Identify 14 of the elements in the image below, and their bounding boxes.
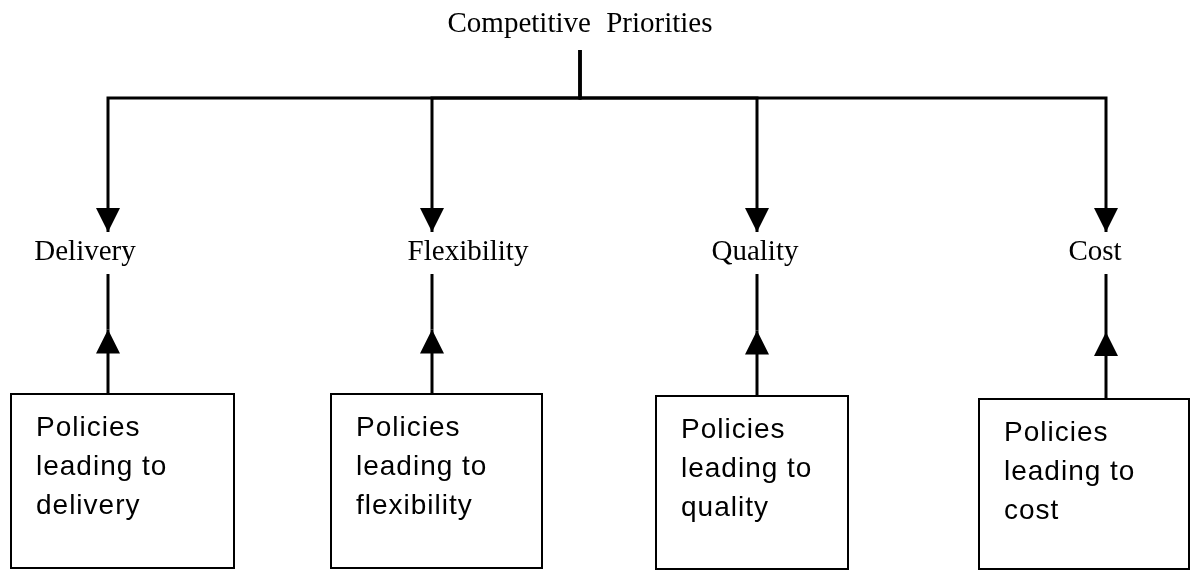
policy-box: Policies leading to quality [655,395,849,570]
priority-label: Quality [680,236,830,270]
arrow [578,50,1118,232]
priority-label: Delivery [5,236,165,270]
priority-label: Flexibility [378,236,558,270]
title-text: Competitive Priorities [380,8,780,44]
arrow [420,329,444,393]
arrow [1094,332,1118,398]
policy-box: Policies leading to cost [978,398,1190,570]
arrow [745,330,769,395]
policy-box: Policies leading to flexibility [330,393,543,569]
policy-box: Policies leading to delivery [10,393,235,569]
arrow [96,329,120,393]
priority-label: Cost [1050,236,1140,270]
